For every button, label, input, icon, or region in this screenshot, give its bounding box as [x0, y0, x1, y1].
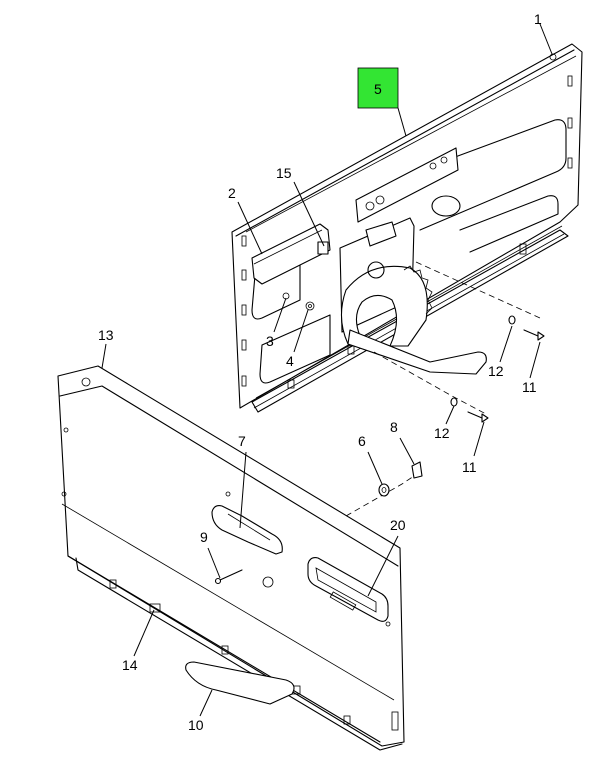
- callout-15[interactable]: 15: [276, 165, 292, 181]
- callout-4[interactable]: 4: [286, 353, 294, 369]
- alignment-lines: [345, 261, 541, 517]
- callout-1[interactable]: 1: [534, 11, 542, 27]
- callout-7[interactable]: 7: [238, 433, 246, 449]
- fasteners: [378, 315, 545, 497]
- door-trim-panel: [57, 365, 405, 751]
- callout-8[interactable]: 8: [390, 419, 398, 435]
- callout-12-upper[interactable]: 12: [488, 363, 504, 379]
- callout-11-upper[interactable]: 11: [522, 379, 537, 395]
- callout-13[interactable]: 13: [98, 327, 114, 343]
- callout-2[interactable]: 2: [228, 185, 236, 201]
- inner-door-panel: [231, 43, 583, 413]
- callout-5-highlight[interactable]: [357, 67, 399, 109]
- callout-20[interactable]: 20: [390, 517, 406, 533]
- callout-11-lower[interactable]: 11: [462, 459, 477, 475]
- callout-14[interactable]: 14: [122, 657, 138, 673]
- callout-3[interactable]: 3: [266, 333, 274, 349]
- callout-12-lower[interactable]: 12: [434, 425, 450, 441]
- callouts: 1 5 2 15 3 4 12 11 13 12 11 6: [98, 11, 553, 733]
- callout-6[interactable]: 6: [358, 433, 366, 449]
- callout-10[interactable]: 10: [188, 717, 204, 733]
- callout-5[interactable]: 5: [374, 81, 382, 97]
- callout-9[interactable]: 9: [200, 529, 208, 545]
